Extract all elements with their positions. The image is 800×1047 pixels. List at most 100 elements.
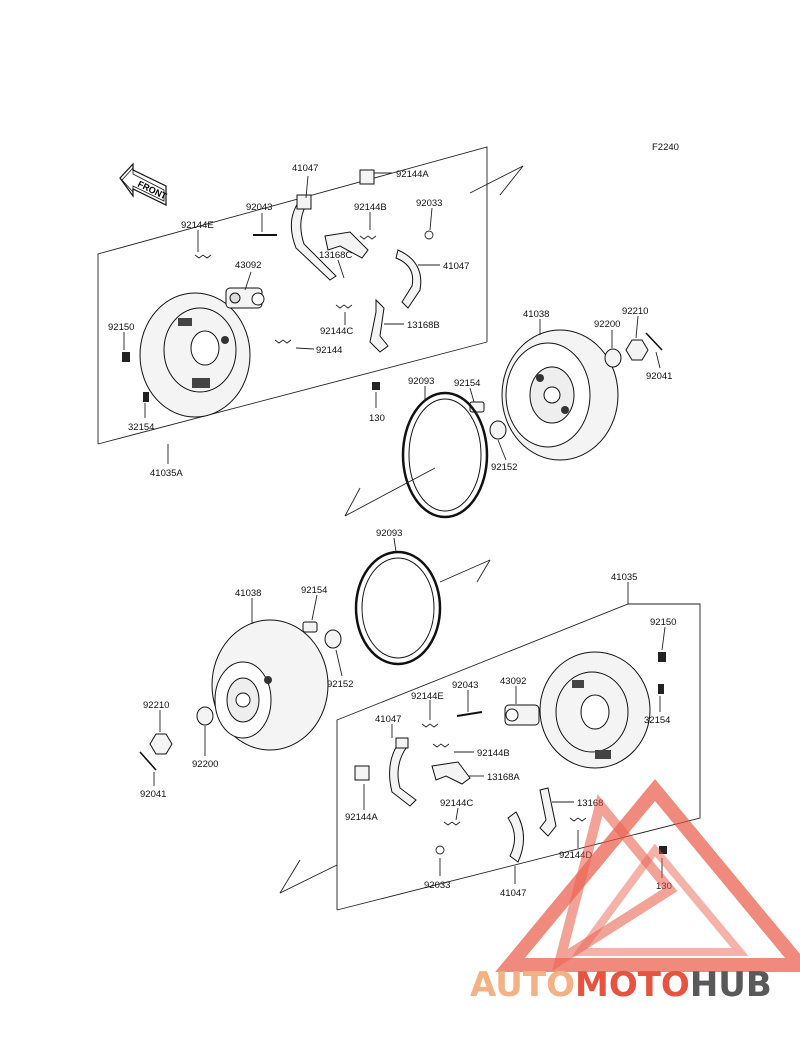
label-92144B: 92144B bbox=[354, 202, 387, 213]
upper-part-labels: 41047 92144A 92043 92144B 92033 92144E 4… bbox=[108, 163, 672, 479]
lower-frame bbox=[279, 582, 701, 911]
label-92200: 92200 bbox=[594, 319, 620, 330]
label-92144A: 92144A bbox=[396, 169, 429, 180]
label-92200-lower: 92200 bbox=[192, 759, 218, 770]
upper-nut bbox=[625, 339, 649, 361]
front-arrow-icon: FRONT bbox=[119, 162, 169, 206]
lower-clip bbox=[354, 765, 370, 781]
label-92144C-lower: 92144C bbox=[440, 798, 473, 809]
label-41035: 41035 bbox=[611, 572, 637, 583]
label-41038: 41038 bbox=[523, 309, 549, 320]
label-92150-lower: 92150 bbox=[650, 617, 676, 628]
upper-brake-shoe-left bbox=[290, 194, 337, 281]
lower-nipple bbox=[658, 684, 664, 694]
label-92154: 92154 bbox=[454, 378, 480, 389]
watermark-text: AUTOMOTOHUB bbox=[470, 965, 772, 1005]
label-92144D: 92144D bbox=[559, 850, 592, 861]
label-32154-lower: 32154 bbox=[644, 715, 670, 726]
lower-seal bbox=[324, 629, 342, 649]
label-92154-lower: 92154 bbox=[301, 585, 327, 596]
lower-oring bbox=[354, 550, 442, 666]
label-92150: 92150 bbox=[108, 322, 134, 333]
label-43092-lower: 43092 bbox=[500, 676, 526, 687]
label-92210: 92210 bbox=[622, 306, 648, 317]
label-43092: 43092 bbox=[235, 260, 261, 271]
watermark-logo-icon bbox=[495, 779, 800, 972]
watermark-part1: AUTO bbox=[470, 965, 575, 1005]
upper-nipple bbox=[143, 392, 149, 402]
label-92093: 92093 bbox=[408, 376, 434, 387]
label-130: 130 bbox=[369, 413, 385, 424]
lower-wheel-cylinder bbox=[504, 704, 540, 726]
upper-leaders bbox=[123, 172, 661, 464]
lower-leaders bbox=[153, 594, 666, 884]
lower-spring-e bbox=[421, 723, 439, 728]
label-92033-lower: 92033 bbox=[424, 880, 450, 891]
label-92033: 92033 bbox=[416, 198, 442, 209]
lower-brake-drum bbox=[211, 619, 329, 751]
upper-bleeder bbox=[372, 382, 380, 390]
upper-spring bbox=[274, 339, 292, 344]
label-41047-a: 41047 bbox=[292, 163, 318, 174]
upper-oring bbox=[401, 391, 489, 519]
label-92152-lower: 92152 bbox=[327, 679, 353, 690]
upper-brake-drum bbox=[501, 329, 619, 461]
label-92144E: 92144E bbox=[181, 220, 214, 231]
upper-bolt bbox=[122, 352, 130, 362]
upper-spring-e bbox=[194, 254, 212, 259]
upper-seal bbox=[489, 420, 507, 440]
lower-spring-d bbox=[569, 817, 587, 822]
watermark-part2: MOTO bbox=[575, 965, 690, 1005]
label-92144A-lower: 92144A bbox=[345, 812, 378, 823]
lower-part-labels: 92093 41035 41038 92154 92150 92152 9204… bbox=[140, 528, 676, 899]
lower-brake-shoe-right bbox=[507, 811, 524, 863]
label-92144B-lower: 92144B bbox=[477, 748, 510, 759]
upper-clip-ring bbox=[424, 230, 434, 240]
upper-spring-b bbox=[359, 235, 377, 240]
label-13168B: 13168B bbox=[407, 320, 440, 331]
upper-brake-shoe-right bbox=[395, 249, 422, 309]
upper-washer bbox=[604, 348, 622, 368]
label-41047-lower-b: 41047 bbox=[500, 888, 526, 899]
lower-stud bbox=[302, 621, 318, 633]
upper-spring-c bbox=[335, 304, 353, 309]
label-41047-lower-a: 41047 bbox=[375, 714, 401, 725]
label-92043: 92043 bbox=[246, 202, 272, 213]
label-92041-lower: 92041 bbox=[140, 789, 166, 800]
watermark-part3: HUB bbox=[690, 965, 772, 1005]
upper-lever bbox=[369, 298, 389, 353]
lower-bleeder bbox=[659, 846, 667, 854]
upper-backing-plate bbox=[139, 292, 251, 418]
lower-bolt bbox=[658, 652, 666, 662]
lower-backing-plate bbox=[539, 651, 651, 769]
upper-frame bbox=[97, 146, 524, 445]
label-92043-lower: 92043 bbox=[452, 680, 478, 691]
upper-cotter-pin bbox=[645, 332, 663, 351]
label-13168: 13168 bbox=[577, 798, 603, 809]
label-13168A: 13168A bbox=[487, 772, 520, 783]
lower-clip-ring bbox=[435, 845, 445, 855]
lower-washer bbox=[196, 706, 214, 726]
label-41038-lower: 41038 bbox=[235, 588, 261, 599]
label-13168C: 13168C bbox=[319, 250, 352, 261]
lower-pin bbox=[456, 711, 483, 717]
label-92144E-lower: 92144E bbox=[411, 691, 444, 702]
label-41047-b: 41047 bbox=[443, 261, 469, 272]
label-92144C: 92144C bbox=[320, 326, 353, 337]
lower-brake-shoe-left bbox=[389, 737, 417, 807]
upper-adjuster bbox=[324, 231, 369, 259]
figure-code: F2240 bbox=[652, 142, 679, 153]
label-92144: 92144 bbox=[316, 345, 342, 356]
lower-adjuster bbox=[431, 761, 471, 785]
upper-wheel-cylinder bbox=[225, 287, 265, 309]
label-92210-lower: 92210 bbox=[143, 700, 169, 711]
label-32154: 32154 bbox=[128, 422, 154, 433]
lower-nut bbox=[149, 733, 173, 755]
lower-spring-c bbox=[443, 821, 461, 826]
upper-clip bbox=[359, 169, 375, 185]
label-92093-lower: 92093 bbox=[376, 528, 402, 539]
lower-spring-b bbox=[432, 743, 450, 748]
label-92041: 92041 bbox=[646, 371, 672, 382]
lower-cotter-pin bbox=[139, 751, 157, 771]
